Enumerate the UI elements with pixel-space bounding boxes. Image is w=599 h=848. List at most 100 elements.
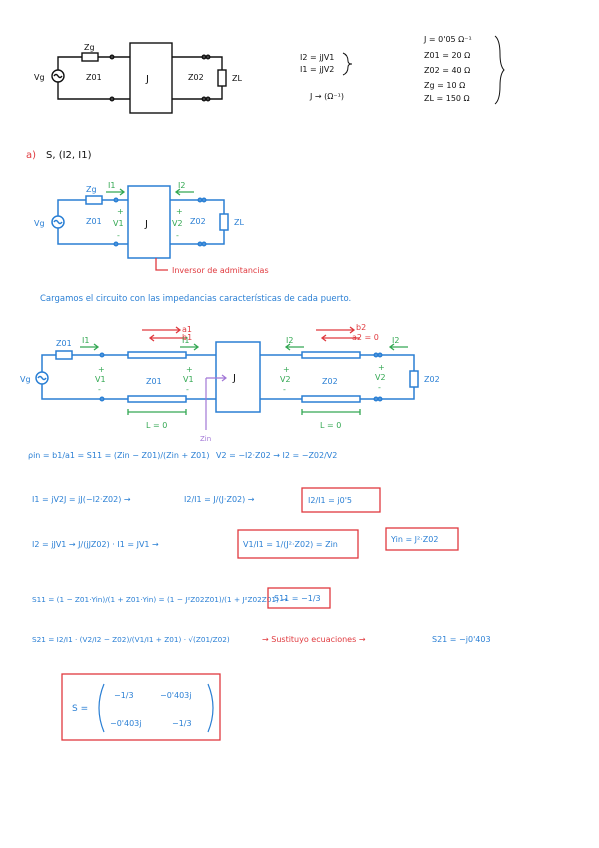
a1-arrow [142,326,182,334]
box-zin [237,529,359,559]
line-2-top [301,351,361,359]
box-s11 [267,587,331,609]
c2-b1: b1 [182,333,192,342]
c2-minus1: - [98,385,101,394]
matrix-a22: −1/3 [172,719,192,728]
top-z01: Z01 [86,73,102,82]
a-plus1: + [117,207,124,216]
matrix-box [61,673,221,741]
a-zl: ZL [234,218,244,227]
j-block [215,341,261,413]
top-eq1: I2 = jJV1 [300,53,334,62]
c2-plus2: + [283,365,290,374]
eq-s21: S21 = I2/I1 · (V2/I2 − Z02)/(V1/I1 + Z01… [32,635,230,644]
eq-s11: S11 = (1 − Z01·Yin)/(1 + Z01·Yin) = (1 −… [32,595,287,604]
given-1: Z01 = 20 Ω [424,51,470,60]
eq-i1-box: I2/I1 = j0'5 [308,496,352,505]
c2-minus2: - [283,385,286,394]
given-4: ZL = 150 Ω [424,94,470,103]
c2-z01-line: Z01 [146,377,162,386]
eq-i1-frac: I2/I1 = J/(J·Z02) → [184,495,255,504]
c2-v1: V1 [95,375,106,384]
c2-v2: V2 [280,375,291,384]
a-plus2: + [176,207,183,216]
top-unit: J → (Ω⁻¹) [309,92,344,101]
given-3: Zg = 10 Ω [424,81,465,90]
c2-plus1: + [98,365,105,374]
z01-resistor [55,350,73,360]
line-1-top [127,351,187,359]
top-eq2: I1 = jJV2 [300,65,334,74]
c2-v2b: V2 [375,373,386,382]
eq-s11-box: S11 = −1/3 [274,594,321,603]
matrix-a11: −1/3 [114,691,134,700]
given-2: Z02 = 40 Ω [424,66,470,75]
box-i2-i1 [301,487,381,513]
a-v2: V2 [172,219,183,228]
eq-s21-mid: → Sustituyo ecuaciones → [262,635,366,644]
c2-i1b: I1 [182,336,189,345]
eq-i1: I1 = jV2J = jJ(−I2·Z02) → [32,495,131,504]
top-zl: ZL [232,74,242,83]
zin-pointer [205,374,227,430]
a2-arrow [320,334,360,342]
c2-minus1b: - [186,385,189,394]
zl-resistor [217,69,227,87]
given-0: J = 0'05 Ω⁻¹ [423,35,472,44]
eq-rho: ρin = b1/a1 = S11 = (Zin − Z01)/(Zin + Z… [28,451,209,460]
i2-arrow [174,188,194,196]
matrix-s: S = [72,704,88,714]
top-circuit: Zg Z01 J Z02 ZL Vg [34,42,242,114]
c2-b2: b2 [356,323,366,332]
given-values: J = 0'05 Ω⁻¹ Z01 = 20 Ω Z02 = 40 Ω Zg = … [423,35,505,105]
line-2-bottom [301,395,361,403]
matrix-a21: −0'403j [110,719,141,728]
c2-a2: a2 = 0 [352,333,379,342]
a-z01: Z01 [86,217,102,226]
c2-i1: I1 [82,336,89,345]
a-minus2: - [176,231,179,240]
c2-z02-line: Z02 [322,377,338,386]
box-yin [385,527,459,551]
i1-arrow-2 [180,343,200,351]
a-i2: I2 [178,181,185,190]
top-vg: Vg [34,73,45,82]
eq-v2: V2 = −I2·Z02 → I2 = −Z02/V2 [216,451,337,460]
part-a-label: a) [26,150,36,161]
zl-resistor [409,370,419,388]
i1-arrow [80,343,100,351]
a-zg: Zg [86,185,97,194]
inversor-label: Inversor de admitancias [172,266,269,275]
a-i1: I1 [108,181,115,190]
s-matrix: S = −1/3 −0'403j −0'403j −1/3 [61,673,221,741]
part-a-title: S, (I2, I1) [46,150,92,161]
c2-plus1b: + [186,365,193,374]
i2-arrow [284,343,304,351]
sine-icon [53,219,63,225]
c2-zin: Zin [200,435,211,443]
length-markers [127,409,361,415]
line-1-bottom [127,395,187,403]
circuit-a: Zg I1 I2 Z01 J Z02 ZL Vg + V1 - + V2 - I… [34,181,269,275]
a-v1: V1 [113,219,124,228]
eq-i2: I2 = jJV1 → J/(jJZ02) · I1 = JV1 → [32,540,159,549]
c2-zl: Z02 [424,375,440,384]
j-block [127,185,171,259]
i1-arrow [106,188,126,196]
eq-yin-box: Yin = J²·Z02 [390,535,438,544]
matrix-brackets [98,683,214,733]
c2-j: J [232,373,236,384]
circuit-2: a1 b1 b2 a2 = 0 Z01 I1 I1 I2 I2 Z01 J Z0… [20,323,440,443]
c2-minus2b: - [378,383,381,392]
c2-l1: L = 0 [146,421,167,430]
eq-i2-box: V1/I1 = 1/(J²·Z02) = Zin [243,540,338,549]
c2-v1b: V1 [183,375,194,384]
a-z02: Z02 [190,217,206,226]
inversor-pointer [155,258,168,271]
zl-resistor [219,213,229,231]
c2-a1: a1 [182,325,192,334]
c2-l2: L = 0 [320,421,341,430]
matrix-a12: −0'403j [160,691,191,700]
equations: ρin = b1/a1 = S11 = (Zin − Z01)/(Zin + Z… [28,451,491,644]
